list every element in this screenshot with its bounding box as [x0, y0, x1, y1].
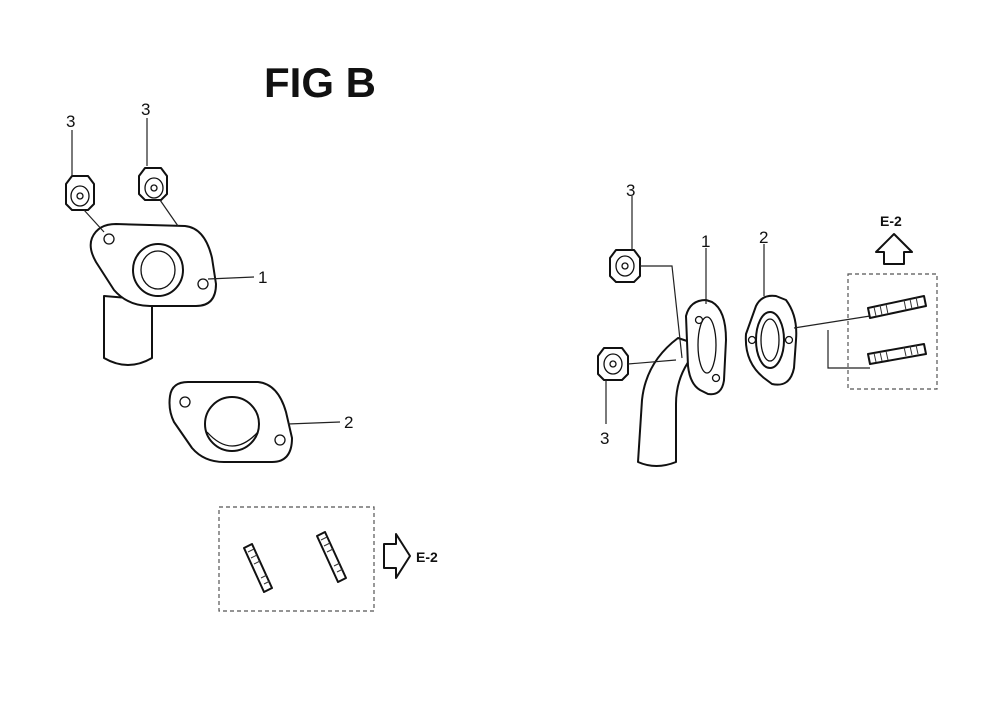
right-stud-2 [867, 343, 927, 365]
left-view: 3 3 1 2 E-2 [65, 100, 438, 612]
leader-right-stud-top [793, 315, 871, 329]
right-view: 3 3 1 2 E-2 [597, 181, 938, 467]
callout-right-gasket: 2 [759, 228, 768, 247]
left-arrow-icon [383, 533, 411, 579]
callout-left-pipe: 1 [258, 268, 267, 287]
callout-left-gasket: 2 [344, 413, 353, 432]
left-flange-hole-2 [197, 278, 209, 290]
callout-left-bolt-b: 3 [141, 100, 150, 119]
leader-right-bolt-bottom-to-flange [627, 359, 677, 365]
left-bolt-b [138, 167, 168, 201]
right-gasket [744, 294, 798, 386]
left-pipe-bore-inner [140, 250, 176, 290]
callout-right-bolt-top: 3 [626, 181, 635, 200]
callout-right-pipe: 1 [701, 232, 710, 251]
left-stud-box [218, 506, 375, 612]
right-stud-1 [867, 295, 927, 319]
left-ref-label: E-2 [416, 549, 438, 565]
left-bolt-a [65, 175, 95, 211]
leader-right-bolt-top-to-flange [640, 265, 683, 359]
leader-left-bolt-a-to-flange [83, 209, 105, 233]
left-gasket [168, 381, 293, 463]
right-elbow-pipe [637, 299, 727, 467]
left-stud-1 [243, 543, 273, 593]
figure-title: FIG B [264, 59, 376, 106]
left-stud-2 [316, 531, 347, 583]
callout-left-bolt-a: 3 [66, 112, 75, 131]
right-ref-label: E-2 [880, 213, 902, 229]
left-pipe-stem [103, 295, 153, 366]
callout-right-bolt-bottom: 3 [600, 429, 609, 448]
left-pipe-with-flange [89, 223, 217, 366]
left-flange-hole-1 [103, 233, 115, 245]
leader-left-gasket [287, 421, 341, 425]
right-arrow-icon [875, 233, 913, 265]
right-bolt-bottom [597, 347, 629, 381]
right-stud-box [847, 273, 938, 390]
right-bolt-top [609, 249, 641, 283]
leader-left-pipe [207, 276, 255, 280]
leader-left-bolt-b-to-flange [159, 199, 179, 227]
leader-right-stud-bottom [827, 330, 870, 369]
